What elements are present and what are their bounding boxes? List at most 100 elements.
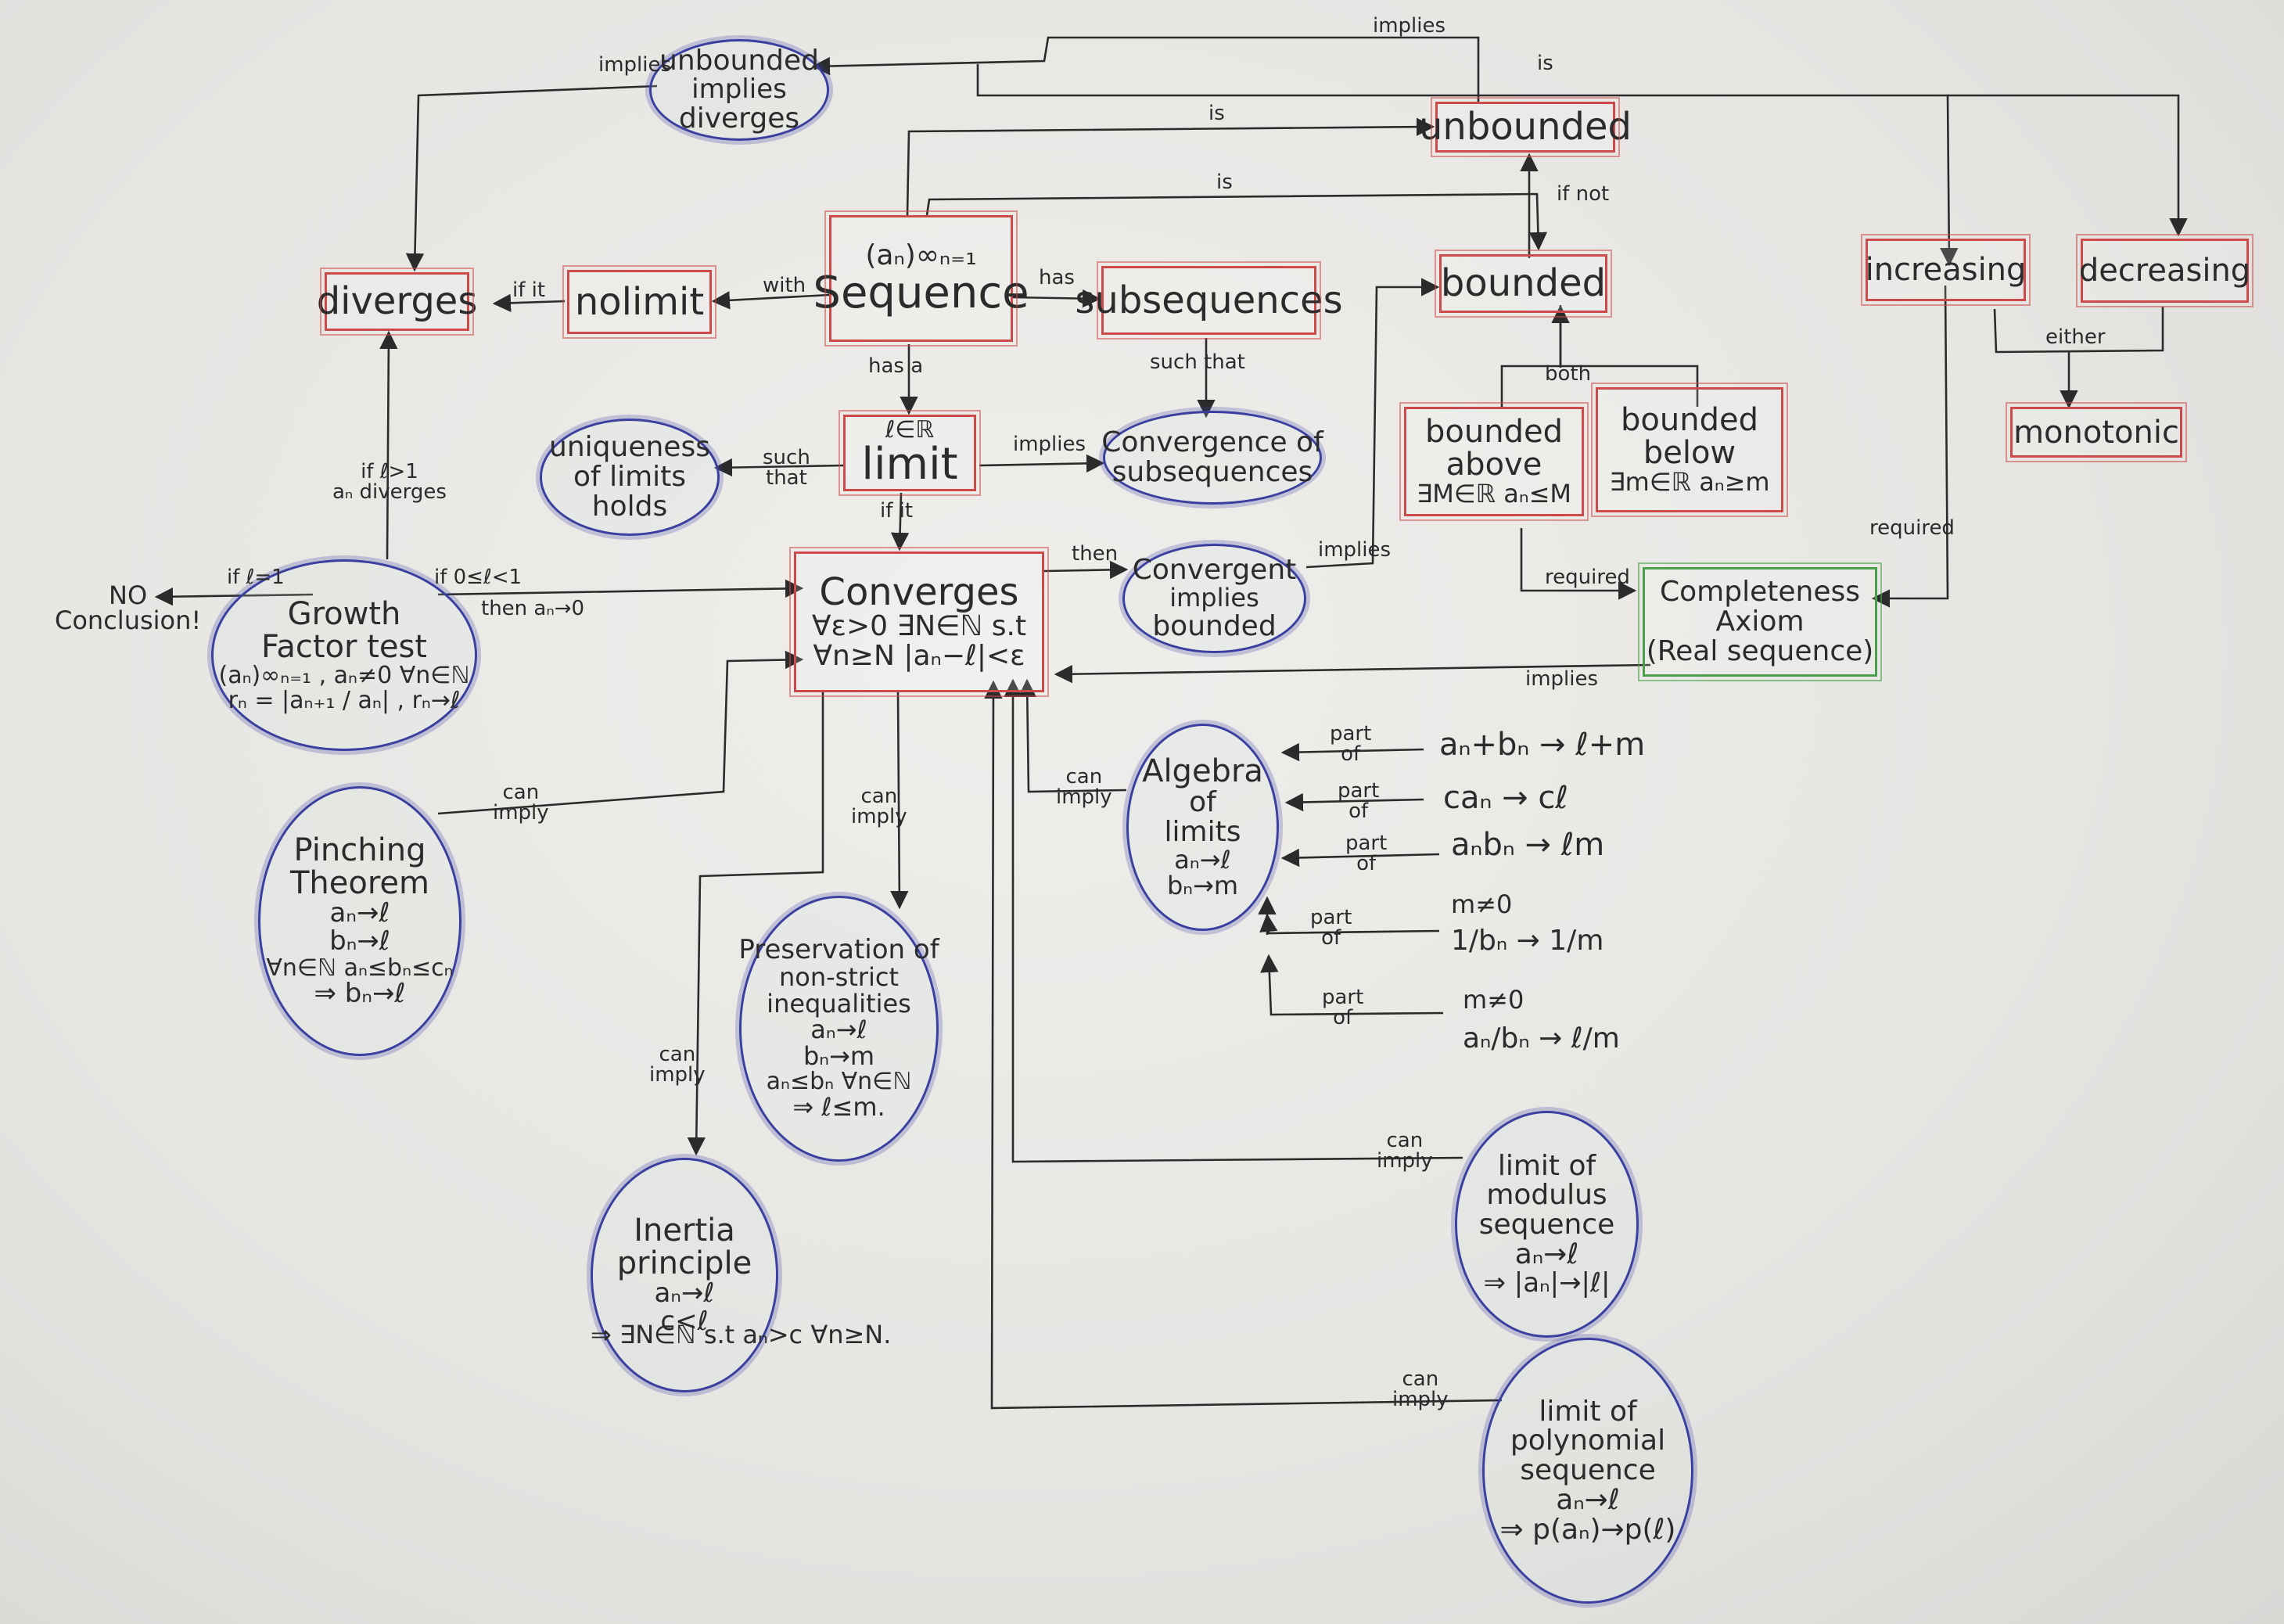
label-part-of-recip-l2: of: [1321, 926, 1341, 950]
edge-mod-conv: [1004, 678, 1463, 1163]
diverges-label: diverges: [316, 279, 478, 324]
subsequences-label: subsequences: [1075, 278, 1343, 322]
label-can-imply-pinch-l1: can: [502, 781, 540, 804]
node-limit[interactable]: ℓ∈ℝ limit: [839, 410, 981, 496]
label-can-imply-pres-l1: can: [860, 785, 898, 808]
label-part-of-scalar: part of: [1338, 781, 1379, 821]
node-converges[interactable]: Converges ∀ε>0 ∃N∈ℕ s.t ∀n≥N |aₙ−ℓ|<ε: [789, 547, 1049, 697]
node-unbounded-implies-diverges[interactable]: unbounded implies diverges: [649, 39, 829, 141]
label-if-it: if it: [512, 278, 546, 302]
edge-incr-comp: [1871, 285, 1949, 608]
node-monotonic[interactable]: monotonic: [2006, 402, 2187, 462]
growth-l3: (aₙ)∞ₙ₌₁ , aₙ≠0 ∀n∈ℕ: [218, 662, 470, 689]
edge-limit-convsub: [979, 454, 1105, 473]
node-increasing[interactable]: increasing: [1861, 234, 2031, 306]
label-part-of-scalar-l1: part: [1338, 779, 1380, 803]
uniqueness-l3: holds: [591, 490, 668, 523]
edge-nolimit-diverges: [492, 293, 566, 312]
label-implies-comp: implies: [1525, 667, 1599, 691]
uid-l2: implies: [691, 74, 787, 106]
node-bounded[interactable]: bounded: [1435, 250, 1612, 318]
node-sequence[interactable]: (aₙ)∞ₙ₌₁ Sequence: [813, 210, 1029, 347]
pinching-l4: bₙ→ℓ: [329, 925, 390, 957]
nolimit-label: nolimit: [574, 279, 705, 324]
label-with: with: [763, 274, 806, 297]
label-can-imply-alg-l1: can: [1065, 765, 1103, 789]
inertia-l2: principle: [616, 1245, 752, 1282]
node-pinching-theorem[interactable]: Pinching Theorem aₙ→ℓ bₙ→ℓ ∀n∈ℕ aₙ≤bₙ≤cₙ…: [258, 786, 461, 1056]
node-uniqueness-of-limits[interactable]: uniqueness of limits holds: [540, 419, 720, 536]
growth-l4: rₙ = |aₙ₊₁ / aₙ| , rₙ→ℓ: [228, 686, 461, 714]
limit-superscript: ℓ∈ℝ: [885, 415, 935, 444]
label-is-seq-bounded: is: [1216, 171, 1233, 194]
node-inertia-principle[interactable]: Inertia principle aₙ→ℓ c<ℓ: [591, 1158, 778, 1392]
edge-conv-pres: [890, 692, 909, 910]
poly-l3: sequence: [1520, 1454, 1656, 1487]
label-can-imply-poly-l2: imply: [1392, 1388, 1449, 1411]
converges-title: Converges: [819, 570, 1019, 614]
edge-comp-converges: [1054, 663, 1651, 684]
node-bounded-above[interactable]: bounded above ∃M∈ℝ aₙ≤M: [1399, 402, 1589, 521]
node-unbounded[interactable]: unbounded: [1419, 97, 1632, 157]
label-part-of-sum: part of: [1330, 724, 1371, 764]
pinching-l1: Pinching: [293, 832, 426, 869]
pres-l1: Preservation of: [738, 934, 939, 966]
poly-l2: polynomial: [1510, 1425, 1666, 1457]
edge-sequence-unbounded: [906, 117, 1435, 216]
node-bounded-below[interactable]: bounded below ∃m∈ℝ aₙ≥m: [1591, 383, 1788, 517]
inertia-conclusion: ⇒ ∃N∈ℕ s.t aₙ>c ∀n≥N.: [591, 1320, 892, 1349]
pinching-l3: aₙ→ℓ: [329, 897, 390, 929]
node-subsequences[interactable]: subsequences: [1075, 261, 1343, 340]
node-convergence-of-subsequences[interactable]: Convergence of subsequences: [1101, 411, 1323, 505]
label-has-a: has a: [868, 354, 924, 378]
label-can-imply-mod-l2: imply: [1377, 1149, 1433, 1173]
label-implies-top: implies: [1373, 14, 1446, 38]
label-part-of-product-l2: of: [1356, 852, 1377, 875]
edge-part-recip: [1259, 913, 1440, 935]
label-part-of-scalar-l2: of: [1348, 799, 1369, 823]
pres-l4: aₙ→ℓ: [810, 1015, 867, 1045]
pres-l3: inequalities: [767, 988, 911, 1019]
label-if-it-lim: if it: [880, 499, 914, 523]
node-diverges[interactable]: diverges: [317, 268, 477, 336]
label-such-that-sub: such that: [1150, 350, 1245, 374]
node-algebra-of-limits[interactable]: Algebra of limits aₙ→ℓ bₙ→m: [1126, 724, 1279, 931]
label-part-of-product-l1: part: [1345, 832, 1388, 855]
cib-l3: bounded: [1152, 609, 1277, 642]
poly-l4: aₙ→ℓ: [1556, 1483, 1620, 1516]
label-if-not: if not: [1557, 182, 1610, 206]
pres-l6: aₙ≤bₙ ∀n∈ℕ: [766, 1068, 912, 1096]
algebra-l2: of: [1189, 786, 1216, 819]
label-if-l-less: if 0≤ℓ<1: [434, 566, 523, 589]
label-part-of-product: part of: [1345, 833, 1387, 874]
poly-l5: ⇒ p(aₙ)→p(ℓ): [1499, 1513, 1676, 1546]
node-limit-of-polynomial-sequence[interactable]: limit of polynomial sequence aₙ→ℓ ⇒ p(aₙ…: [1482, 1338, 1693, 1604]
pinching-l6: ⇒ bₙ→ℓ: [314, 978, 406, 1010]
label-implies-lim: implies: [1013, 433, 1086, 456]
node-nolimit[interactable]: nolimit: [562, 265, 716, 339]
node-growth-factor-test[interactable]: Growth Factor test (aₙ)∞ₙ₌₁ , aₙ≠0 ∀n∈ℕ …: [211, 559, 477, 751]
completeness-l1: Completeness: [1660, 576, 1860, 609]
modulus-l2: modulus: [1486, 1179, 1607, 1212]
monotonic-label: monotonic: [2013, 414, 2179, 451]
bounded-below-l2: below: [1643, 435, 1736, 472]
label-can-imply-alg-l2: imply: [1056, 785, 1112, 809]
edge-sequence-bounded: [925, 192, 1548, 251]
node-convergent-implies-bounded[interactable]: Convergent implies bounded: [1122, 544, 1306, 653]
edge-part-scalar: [1284, 792, 1424, 812]
node-limit-of-modulus-sequence[interactable]: limit of modulus sequence aₙ→ℓ ⇒ |aₙ|→|ℓ…: [1455, 1111, 1639, 1338]
node-decreasing[interactable]: decreasing: [2076, 234, 2253, 307]
edge-growth-converges: [437, 579, 804, 598]
label-can-imply-inert-l2: imply: [649, 1063, 706, 1087]
uniqueness-l1: uniqueness: [549, 431, 710, 464]
node-completeness-axiom[interactable]: Completeness Axiom (Real sequence): [1638, 562, 1882, 681]
growth-l2: Factor test: [261, 629, 427, 665]
label-such-that-lim: such that: [763, 447, 810, 488]
edge-is-top: [976, 64, 1959, 267]
completeness-l3: (Real sequence): [1646, 634, 1874, 667]
label-if-l-gt-l2: aₙ diverges: [332, 480, 447, 504]
edge-growth-diverges: [379, 330, 398, 560]
pinching-l2: Theorem: [289, 865, 429, 902]
edge-conv-inert: [687, 692, 824, 1156]
node-preservation-of-inequalities[interactable]: Preservation of non-strict inequalities …: [738, 896, 939, 1162]
